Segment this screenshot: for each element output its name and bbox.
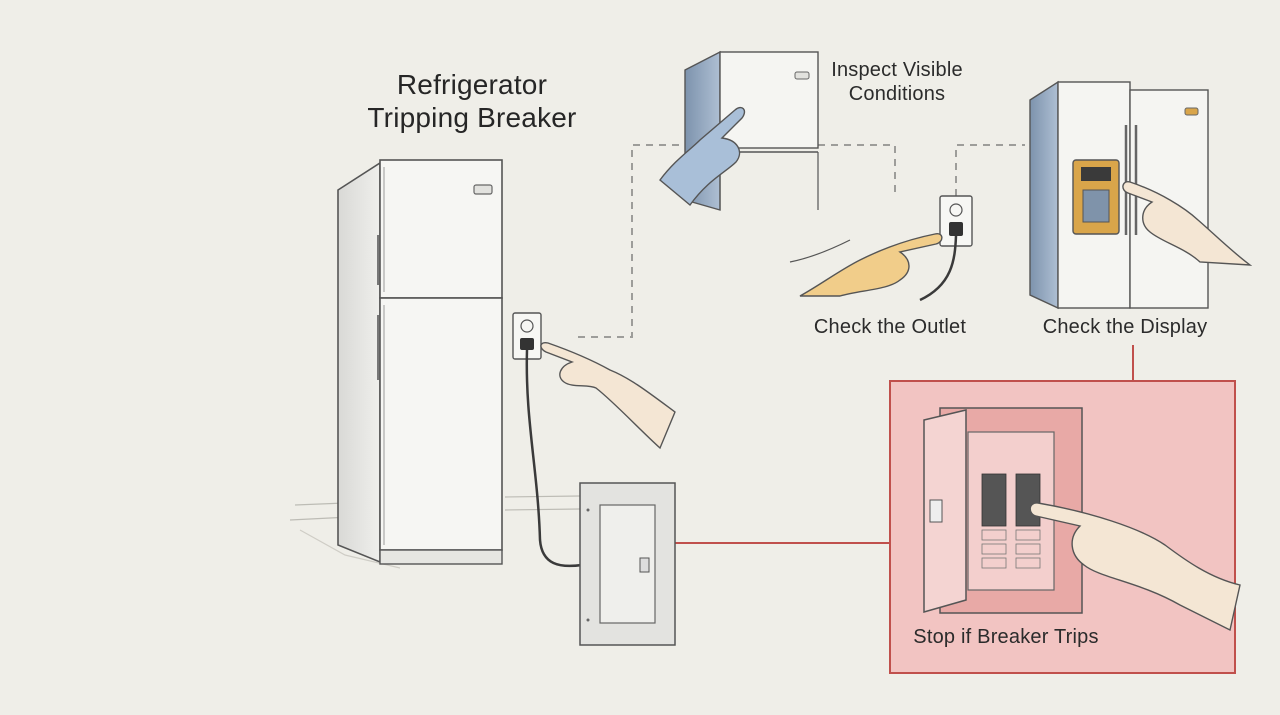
inspect-fridge-icon	[659, 50, 819, 211]
title-line-1: Refrigerator	[396, 69, 548, 100]
power-cord	[525, 349, 583, 568]
page-title: Refrigerator Tripping Breaker	[330, 68, 614, 134]
title-line-2: Tripping Breaker	[367, 102, 577, 134]
solid-connectors	[675, 345, 1134, 544]
check-outlet-icon	[789, 195, 973, 302]
dashed-connectors	[578, 144, 1025, 338]
open-breaker-panel-icon	[923, 407, 1241, 632]
pointing-hand-icon	[540, 341, 676, 450]
dispenser-display-icon	[1029, 80, 1253, 310]
inspect-line-2: Conditions	[848, 82, 946, 105]
step-breaker-label: Stop if Breaker Trips	[913, 626, 1099, 648]
step-outlet-label: Check the Outlet	[813, 316, 967, 338]
inspect-line-1: Inspect Visible	[831, 59, 963, 81]
refrigerator-icon	[337, 159, 503, 565]
step-display-label: Check the Display	[1042, 316, 1208, 338]
breaker-panel-icon	[579, 482, 676, 646]
step-inspect-label: Inspect Visible Conditions	[812, 59, 982, 106]
